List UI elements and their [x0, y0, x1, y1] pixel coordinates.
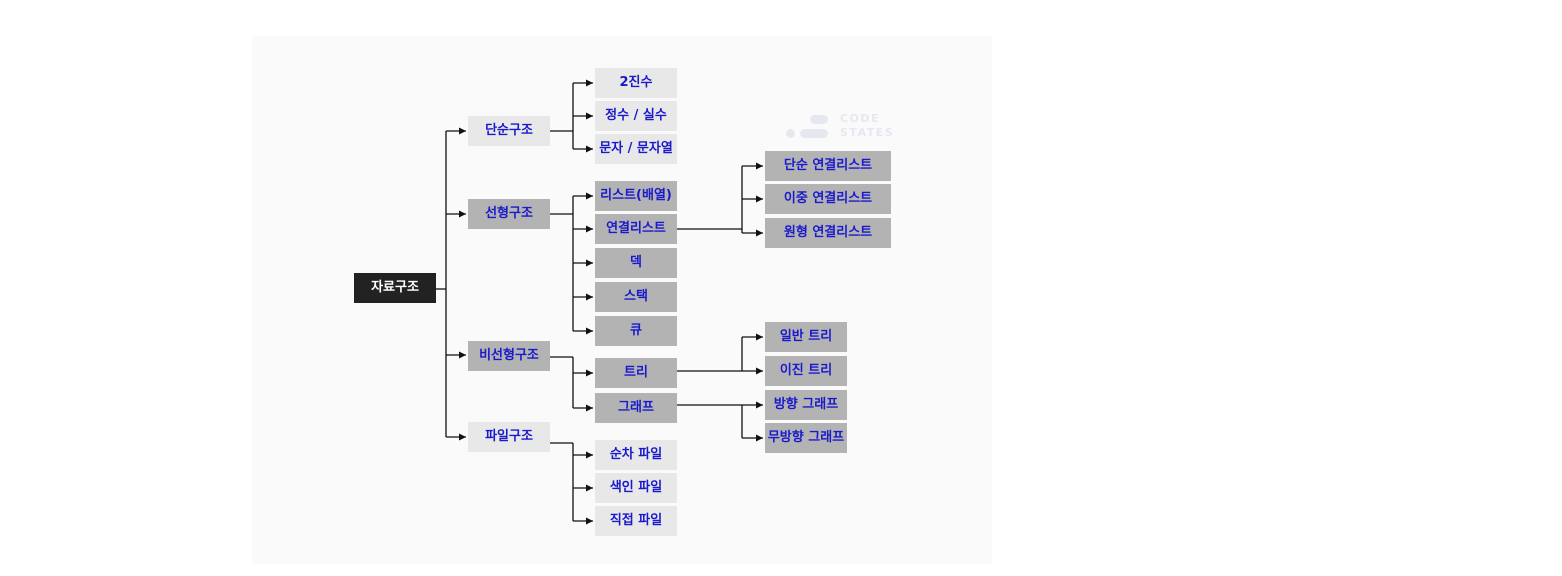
node-binary: 2진수: [595, 68, 677, 98]
node-singly-linked: 단순 연결리스트: [765, 151, 891, 181]
node-indexed-file: 색인 파일: [595, 473, 677, 503]
node-linked-list: 연결리스트: [595, 214, 677, 244]
node-nonlinear: 비선형구조: [468, 341, 550, 371]
node-linear: 선형구조: [468, 199, 550, 229]
node-binary-tree: 이진 트리: [765, 356, 847, 386]
node-root: 자료구조: [354, 273, 436, 303]
codestates-logo: CODE STATES: [786, 112, 896, 142]
node-graph: 그래프: [595, 393, 677, 423]
node-sequential-file: 순차 파일: [595, 440, 677, 470]
node-simple: 단순구조: [468, 116, 550, 146]
node-direct-file: 직접 파일: [595, 506, 677, 536]
node-directed-graph: 방향 그래프: [765, 390, 847, 420]
node-deque: 덱: [595, 248, 677, 278]
node-char-string: 문자 / 문자열: [595, 134, 677, 164]
node-doubly-linked: 이중 연결리스트: [765, 184, 891, 214]
node-stack: 스택: [595, 282, 677, 312]
node-general-tree: 일반 트리: [765, 322, 847, 352]
node-int-real: 정수 / 실수: [595, 101, 677, 131]
node-circular-linked: 원형 연결리스트: [765, 218, 891, 248]
node-file: 파일구조: [468, 422, 550, 452]
node-list-array: 리스트(배열): [595, 181, 677, 211]
node-undirected-graph: 무방향 그래프: [765, 423, 847, 453]
node-queue: 큐: [595, 316, 677, 346]
node-tree: 트리: [595, 358, 677, 388]
